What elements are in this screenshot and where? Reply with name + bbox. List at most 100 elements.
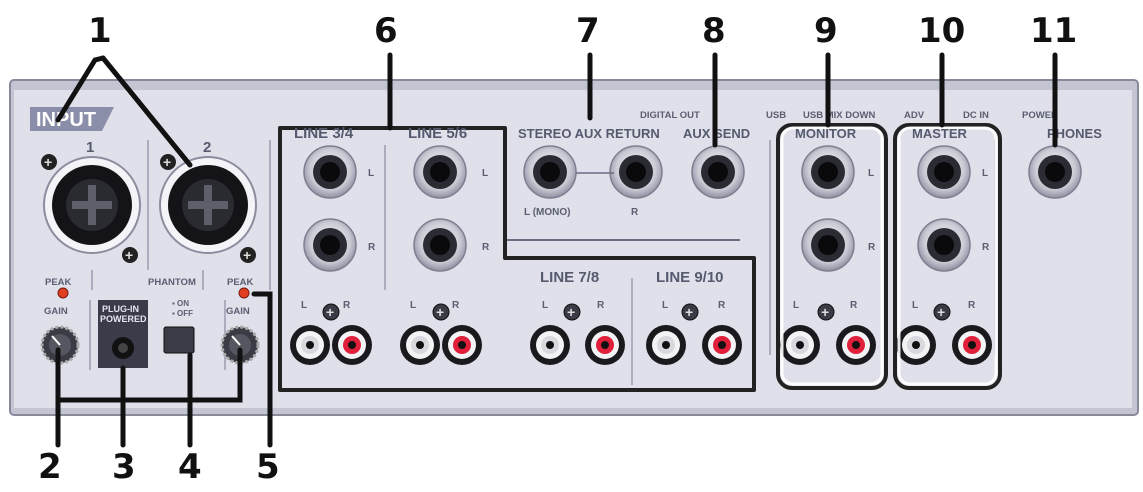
monitor-l-jack[interactable] xyxy=(801,145,855,199)
phone-jacks xyxy=(303,145,1082,272)
stereo-aux-return-label: STEREO AUX RETURN xyxy=(518,126,660,141)
rca-left-jack[interactable] xyxy=(896,325,936,365)
rca-right-jack[interactable] xyxy=(442,325,482,365)
aux-send-jack[interactable] xyxy=(691,145,745,199)
svg-text:+: + xyxy=(436,304,444,320)
svg-text:+: + xyxy=(685,304,693,320)
screw-icon xyxy=(240,247,256,263)
rca-right-jack[interactable] xyxy=(952,325,992,365)
svg-text:L: L xyxy=(410,300,416,311)
power-label: POWER xyxy=(1022,110,1058,121)
usb-mix-down-label: USB MIX DOWN xyxy=(803,110,875,121)
line-inputs-outline xyxy=(278,126,756,392)
rca-right-jack[interactable] xyxy=(332,325,372,365)
phones-jack[interactable] xyxy=(1028,145,1082,199)
line-7-8-label: LINE 7/8 xyxy=(540,269,599,286)
rca-jacks: ++++++ xyxy=(290,303,992,365)
svg-text:R: R xyxy=(452,300,460,311)
callout-7: 7 xyxy=(576,11,600,51)
svg-text:+: + xyxy=(243,247,251,263)
callout-1: 1 xyxy=(88,11,112,51)
screw-icon: + xyxy=(322,303,340,321)
plugin-powered-label-2: POWERED xyxy=(100,314,147,324)
svg-text:L: L xyxy=(912,300,918,311)
rca-right-jack[interactable] xyxy=(702,325,742,365)
digital-out-label: DIGITAL OUT xyxy=(640,110,700,121)
phantom-label: PHANTOM xyxy=(148,277,196,288)
monitor-r-jack[interactable] xyxy=(801,218,855,272)
rca-left-jack[interactable] xyxy=(646,325,686,365)
input-badge: INPUT xyxy=(30,107,114,131)
callout-10: 10 xyxy=(918,11,965,51)
channel-1-label: 1 xyxy=(86,139,94,156)
svg-text:R: R xyxy=(343,300,351,311)
gain-knob-2[interactable] xyxy=(220,325,260,365)
xlr-combo-jack-2[interactable]: + + xyxy=(159,154,257,263)
svg-text:L: L xyxy=(542,300,548,311)
svg-text:+: + xyxy=(125,247,133,263)
callout-5: 5 xyxy=(256,447,280,487)
master-r-jack[interactable] xyxy=(917,218,971,272)
screw-icon: + xyxy=(681,303,699,321)
rca-left-jack[interactable] xyxy=(530,325,570,365)
callout-leader-lines xyxy=(55,52,1058,448)
aux-return-r-label: R xyxy=(631,207,639,218)
phantom-power-switch[interactable] xyxy=(163,326,195,354)
gain-label-2: GAIN xyxy=(226,306,250,317)
callout-8: 8 xyxy=(702,11,726,51)
callout-4: 4 xyxy=(178,447,202,487)
gain-knob-1[interactable] xyxy=(40,325,80,365)
line56-r-label: R xyxy=(482,242,490,253)
svg-text:+: + xyxy=(163,154,171,170)
monitor-outline xyxy=(776,123,888,390)
phantom-off-label: ▪ OFF xyxy=(172,309,193,318)
phantom-on-label: ▪ ON xyxy=(172,299,189,308)
peak-led-1 xyxy=(57,287,69,299)
screw-icon: + xyxy=(817,303,835,321)
svg-text:L: L xyxy=(301,300,307,311)
callout-9: 9 xyxy=(814,11,838,51)
aux-return-r-jack[interactable] xyxy=(609,145,663,199)
plugin-powered-label-1: PLUG-IN xyxy=(102,304,139,314)
screw-icon xyxy=(122,247,138,263)
rca-right-jack[interactable] xyxy=(836,325,876,365)
master-l-label: L xyxy=(982,168,988,179)
svg-text:+: + xyxy=(326,304,334,320)
rca-left-jack[interactable] xyxy=(290,325,330,365)
monitor-r-label: R xyxy=(868,242,876,253)
callout-2: 2 xyxy=(38,447,62,487)
master-r-label: R xyxy=(982,242,990,253)
rca-right-jack[interactable] xyxy=(585,325,625,365)
line-3-4-label: LINE 3/4 xyxy=(294,125,354,142)
usb-label: USB xyxy=(766,110,786,121)
line34-r-label: R xyxy=(368,242,376,253)
line34-l-label: L xyxy=(368,168,374,179)
master-l-jack[interactable] xyxy=(917,145,971,199)
svg-text:R: R xyxy=(597,300,605,311)
line34-l-jack[interactable] xyxy=(303,145,357,199)
line56-l-jack[interactable] xyxy=(413,145,467,199)
svg-text:R: R xyxy=(718,300,726,311)
line-5-6-label: LINE 5/6 xyxy=(408,125,467,142)
screw-icon: + xyxy=(432,303,450,321)
svg-text:L: L xyxy=(662,300,668,311)
xlr-combo-jack-1[interactable]: + + xyxy=(41,154,141,263)
line56-r-jack[interactable] xyxy=(413,218,467,272)
gain-label-1: GAIN xyxy=(44,306,68,317)
screw-icon xyxy=(160,154,176,170)
phones-label: PHONES xyxy=(1047,126,1102,141)
plugin-powered-jack[interactable]: PLUG-IN POWERED xyxy=(98,300,148,368)
svg-text:R: R xyxy=(968,300,976,311)
callout-3: 3 xyxy=(112,447,136,487)
master-outline xyxy=(893,123,1002,390)
aux-return-l-jack[interactable] xyxy=(523,145,577,199)
rca-left-jack[interactable] xyxy=(400,325,440,365)
top-port-labels: DIGITAL OUT USB USB MIX DOWN ADV DC IN P… xyxy=(640,110,1058,121)
line34-r-jack[interactable] xyxy=(303,218,357,272)
rca-left-jack[interactable] xyxy=(780,325,820,365)
screw-icon: + xyxy=(563,303,581,321)
peak-label-1: PEAK xyxy=(45,277,72,288)
input-badge-label: INPUT xyxy=(36,109,96,131)
